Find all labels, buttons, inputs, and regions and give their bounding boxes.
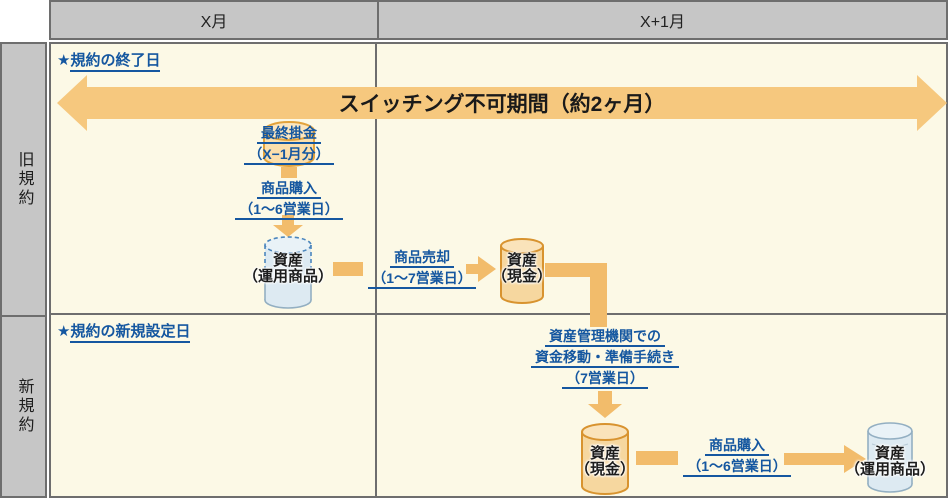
arrow-right-icon [784,445,866,473]
purchase-old-label: 商品購入 （1〜6営業日） [204,181,374,220]
row-divider [49,313,948,315]
star-icon: ★ [57,323,71,340]
asset-product-cylinder-icon [867,422,913,493]
elbow-connector-vertical [590,263,607,327]
label-old-contract: 旧規約 [15,151,33,208]
asset-cash-new-label: 資産 （現金） [574,445,635,478]
connector-segment-right [636,451,678,465]
connector-segment-down [281,167,297,178]
premium-coin-icon [263,121,315,167]
transfer-procedure-label: 資産管理機関での 資金移動・準備手続き （7営業日） [505,329,705,389]
purchase-new-label: 商品購入 （1〜6営業日） [682,438,792,477]
final-premium-label: 最終掛金 （X−1月分） [204,126,374,165]
label-new-contract: 新規約 [2,315,45,496]
timeline-header: X月 X+1月 [49,0,948,40]
asset-product-new-label: 資産 （運用商品） [844,445,935,478]
contract-setup-date: ★規約の新規設定日 [57,320,191,343]
column-divider [375,42,377,498]
asset-product-cylinder-icon [264,236,312,309]
row-labels: 旧規約 新規約 [0,42,47,498]
asset-product-old-label: 資産 （運用商品） [242,252,333,285]
sell-label: 商品売却 （1〜7営業日） [367,250,477,289]
asset-cash-cylinder-icon [500,238,544,304]
connector-segment-right [333,262,363,276]
header-month-x-plus-1: X+1月 [377,2,946,38]
arrow-down-icon [273,215,303,237]
switching-period-label: スイッチング不可期間（約2ヶ月） [338,93,666,116]
asset-cash-old-label: 資産 （現金） [491,252,552,285]
arrow-right-icon [466,256,496,282]
star-icon: ★ [57,52,71,69]
asset-cash-cylinder-icon [581,423,629,495]
contract-end-date: ★規約の終了日 [57,49,161,72]
switching-period-arrow [57,75,947,131]
arrow-down-icon [588,391,622,418]
header-month-x: X月 [200,14,228,31]
